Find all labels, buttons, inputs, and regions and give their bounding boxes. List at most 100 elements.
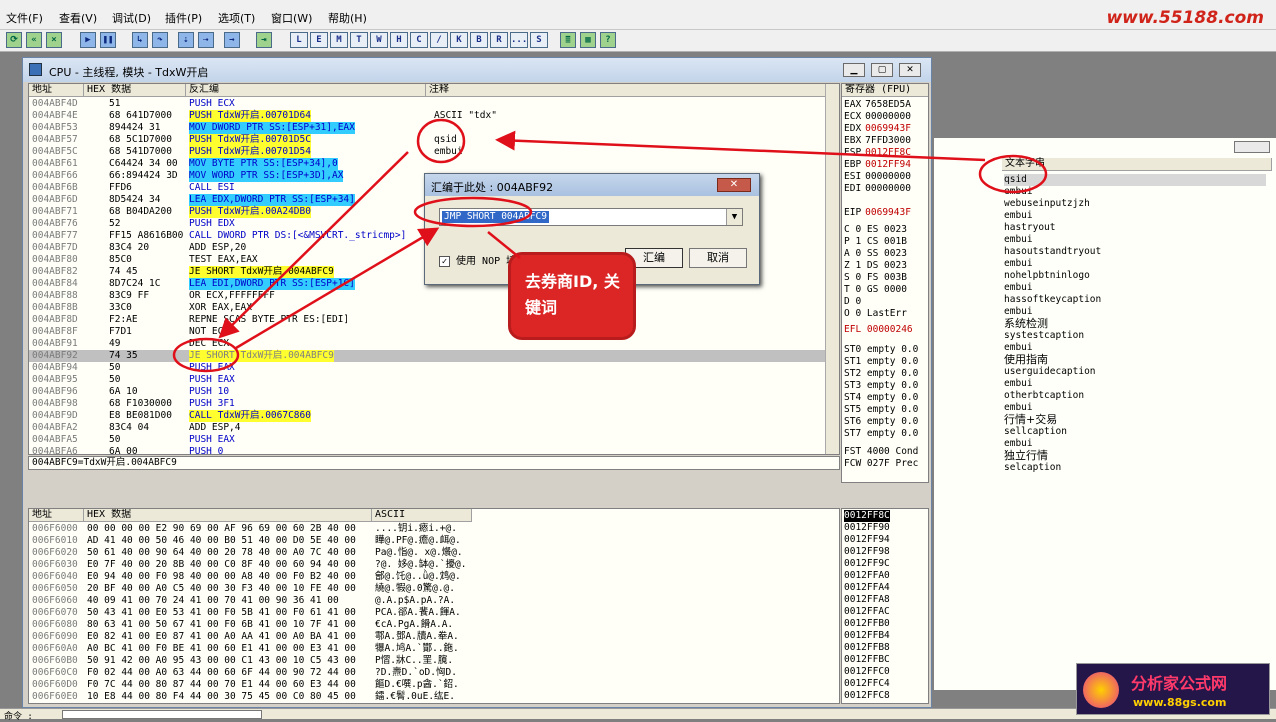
string-item[interactable]: embui bbox=[1004, 234, 1033, 245]
rewind-icon[interactable]: « bbox=[26, 32, 42, 48]
stack-row[interactable]: 0012FFAC bbox=[844, 606, 890, 617]
list-icon[interactable]: ≣ bbox=[560, 32, 576, 48]
strings-header[interactable]: 文本字串 bbox=[1002, 158, 1272, 171]
flag-row[interactable]: S 0 FS 003B bbox=[844, 272, 907, 283]
string-item[interactable]: hassoftkeycaption bbox=[1004, 294, 1102, 305]
string-item[interactable]: embui bbox=[1004, 378, 1033, 389]
window-button-0[interactable]: L bbox=[290, 32, 308, 48]
string-item[interactable]: 使用指南 bbox=[1004, 353, 1048, 366]
fpu-row[interactable]: ST3 empty 0.0 bbox=[844, 380, 919, 391]
cancel-button[interactable]: 取消 bbox=[689, 248, 747, 268]
menu-plugins[interactable]: 插件(P) bbox=[165, 12, 203, 25]
string-item[interactable]: selcaption bbox=[1004, 462, 1062, 473]
minimize-icon[interactable]: ▁ bbox=[843, 63, 865, 77]
dump-col-ascii[interactable]: ASCII bbox=[372, 509, 472, 522]
stack-row[interactable]: 0012FFA4 bbox=[844, 582, 890, 593]
fpu-row[interactable]: ST6 empty 0.0 bbox=[844, 416, 919, 427]
grid-icon[interactable]: ▦ bbox=[580, 32, 596, 48]
menu-help[interactable]: 帮助(H) bbox=[328, 12, 367, 25]
stack-row[interactable]: 0012FFB4 bbox=[844, 630, 890, 641]
stack-row[interactable]: 0012FF94 bbox=[844, 534, 890, 545]
string-item[interactable]: nohelpbtninlogo bbox=[1004, 270, 1090, 281]
flag-row[interactable]: A 0 SS 0023 bbox=[844, 248, 907, 259]
goto-icon[interactable]: ⇥ bbox=[256, 32, 272, 48]
string-item[interactable]: embui bbox=[1004, 402, 1033, 413]
window-button-5[interactable]: H bbox=[390, 32, 408, 48]
fpu-row[interactable]: ST2 empty 0.0 bbox=[844, 368, 919, 379]
assemble-dialog-title[interactable]: 汇编于此处 : 004ABF92 ✕ bbox=[425, 174, 759, 196]
stack-row[interactable]: 0012FF9C bbox=[844, 558, 890, 569]
menu-options[interactable]: 选项(T) bbox=[218, 12, 256, 25]
string-item[interactable]: embui bbox=[1004, 282, 1033, 293]
stack-row[interactable]: 0012FFA8 bbox=[844, 594, 890, 605]
step-over-icon[interactable]: ↷ bbox=[152, 32, 168, 48]
menu-debug[interactable]: 调试(D) bbox=[112, 12, 152, 25]
command-input[interactable] bbox=[62, 710, 262, 719]
col-address[interactable]: 地址 bbox=[29, 84, 84, 97]
close-window-icon[interactable]: ✕ bbox=[899, 63, 921, 77]
window-button-9[interactable]: B bbox=[470, 32, 488, 48]
window-button-6[interactable]: C bbox=[410, 32, 428, 48]
string-item[interactable]: embui bbox=[1004, 258, 1033, 269]
window-button-10[interactable]: R bbox=[490, 32, 508, 48]
menu-window[interactable]: 窗口(W) bbox=[271, 12, 313, 25]
disasm-scrollbar[interactable] bbox=[825, 84, 839, 454]
dump-col-address[interactable]: 地址 bbox=[29, 509, 84, 522]
flag-row[interactable]: Z 1 DS 0023 bbox=[844, 260, 907, 271]
stack-row[interactable]: 0012FFC0 bbox=[844, 666, 890, 677]
string-item[interactable]: hastryout bbox=[1004, 222, 1056, 233]
strings-window-controls[interactable] bbox=[1234, 141, 1270, 153]
stack-row[interactable]: 0012FFC4 bbox=[844, 678, 890, 689]
fpu-row[interactable]: ST1 empty 0.0 bbox=[844, 356, 919, 367]
col-hex[interactable]: HEX 数据 bbox=[84, 84, 186, 97]
flag-row[interactable]: P 1 CS 001B bbox=[844, 236, 907, 247]
fpu-row[interactable]: ST4 empty 0.0 bbox=[844, 392, 919, 403]
string-item[interactable]: embui bbox=[1004, 306, 1033, 317]
window-button-12[interactable]: S bbox=[530, 32, 548, 48]
stack-row[interactable]: 0012FF98 bbox=[844, 546, 890, 557]
stack-row[interactable]: 0012FFBC bbox=[844, 654, 890, 665]
trace-into-icon[interactable]: ⇣ bbox=[178, 32, 194, 48]
menu-file[interactable]: 文件(F) bbox=[6, 12, 43, 25]
string-item[interactable]: embui bbox=[1004, 210, 1033, 221]
close-icon[interactable]: × bbox=[46, 32, 62, 48]
step-into-icon[interactable]: ↳ bbox=[132, 32, 148, 48]
string-item[interactable]: 系统检测 bbox=[1004, 317, 1048, 330]
